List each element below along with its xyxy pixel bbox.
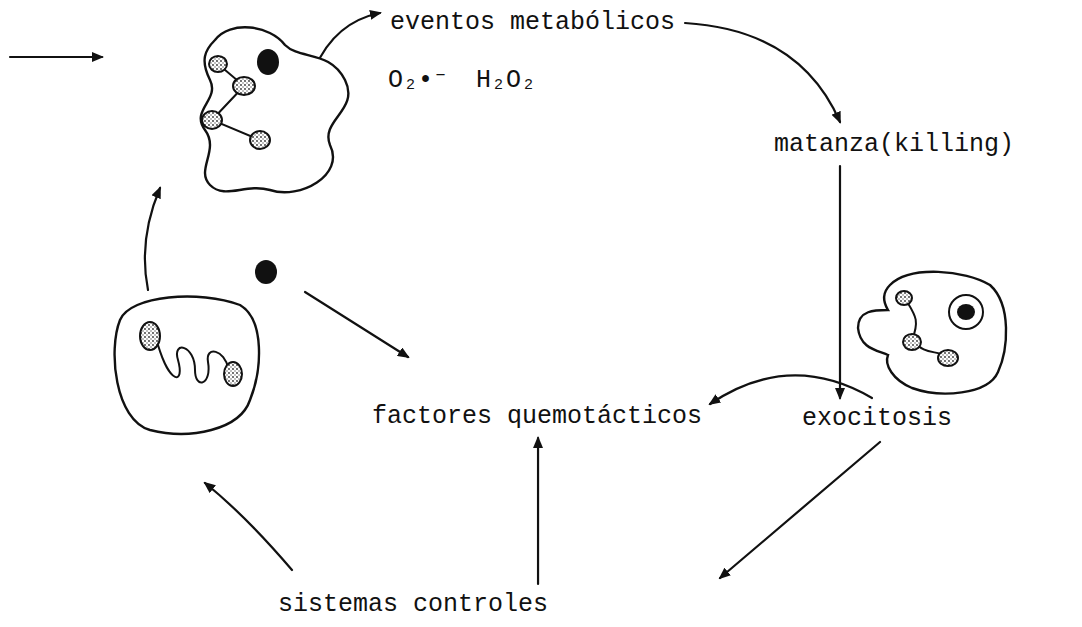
node-text: sistemas controles	[278, 590, 548, 620]
node-text: exocitosis	[802, 404, 952, 434]
text-node: sistemas controles	[276, 588, 550, 622]
text-node: factores quemotácticos	[370, 400, 704, 434]
phagocyte-cell	[115, 297, 259, 434]
text-node: exocitosis	[800, 402, 954, 436]
chemical-label: H₂O₂	[476, 66, 536, 96]
cycle-arrow	[710, 375, 872, 404]
node-text: matanza(killing)	[774, 130, 1014, 160]
entry-arrow	[10, 56, 102, 58]
cycle-arrow	[720, 442, 880, 578]
cycle-arrow	[305, 292, 408, 357]
cycle-arrow	[537, 438, 539, 584]
chemical-label: O₂•⁻	[388, 66, 448, 96]
particle	[255, 260, 277, 284]
cycle-arrow	[685, 23, 840, 122]
phagocyte-cell	[201, 27, 349, 192]
node-text: eventos metabólicos	[390, 8, 675, 38]
node-text: factores quemotácticos	[372, 402, 702, 432]
text-node: matanza(killing)	[772, 128, 1016, 162]
cycle-arrow	[205, 483, 292, 570]
phagocyte-cell	[858, 272, 1006, 394]
text-node: eventos metabólicos	[388, 6, 677, 40]
cycle-arrow	[145, 188, 160, 290]
cycle-arrow	[839, 166, 841, 398]
